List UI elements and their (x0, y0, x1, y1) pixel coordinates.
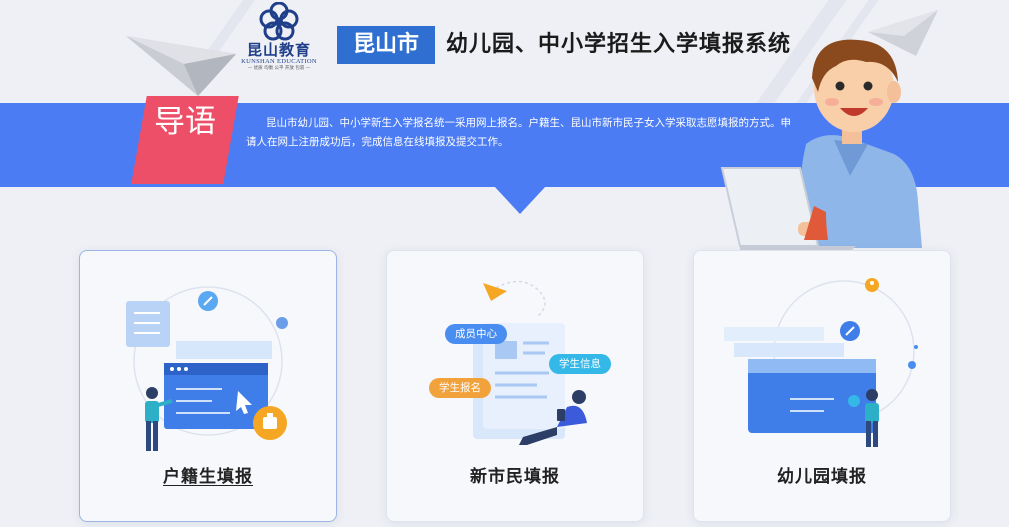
chip-student-registration: 学生报名 (429, 378, 491, 398)
city-badge: 昆山市 (337, 26, 435, 64)
card-household-registration[interactable]: 户籍生填报 (79, 250, 337, 522)
paper-plane-left-decor (126, 36, 236, 96)
logo-tagline: — 优质 均衡 公平 开放 包容 — (247, 66, 311, 71)
card-new-citizen[interactable]: 成员中心 学生信息 学生报名 新市民填报 (386, 250, 644, 522)
logo-name-cn: 昆山教育 (246, 41, 311, 59)
chip-student-info: 学生信息 (549, 354, 611, 374)
kunshan-education-logo[interactable]: 昆山教育 KUNSHAN EDUCATION — 优质 均衡 公平 开放 包容 … (238, 2, 320, 72)
card-label[interactable]: 新市民填报 (470, 467, 560, 487)
guide-tag-label: 导语 (154, 104, 216, 140)
card-kindergarten[interactable]: 幼儿园填报 (693, 250, 951, 522)
new-citizen-illustration (473, 280, 587, 445)
card-label[interactable]: 户籍生填报 (163, 467, 253, 487)
banner-pointer (494, 186, 546, 214)
chip-member-center: 成员中心 (445, 324, 507, 344)
boy-with-laptop-illustration (720, 39, 922, 250)
paper-plane-right-decor (868, 10, 938, 56)
flower-emblem-icon (259, 2, 299, 41)
card-label[interactable]: 幼儿园填报 (777, 467, 867, 487)
household-form-illustration (126, 286, 288, 451)
page-title: 幼儿园、中小学招生入学填报系统 (446, 32, 792, 57)
kindergarten-illustration (724, 278, 918, 447)
guide-intro-text: 昆山市幼儿园、中小学新生入学报名统一采用网上报名。户籍生、昆山市新市民子女入学采… (246, 117, 791, 148)
logo-name-en: KUNSHAN EDUCATION (241, 58, 317, 65)
